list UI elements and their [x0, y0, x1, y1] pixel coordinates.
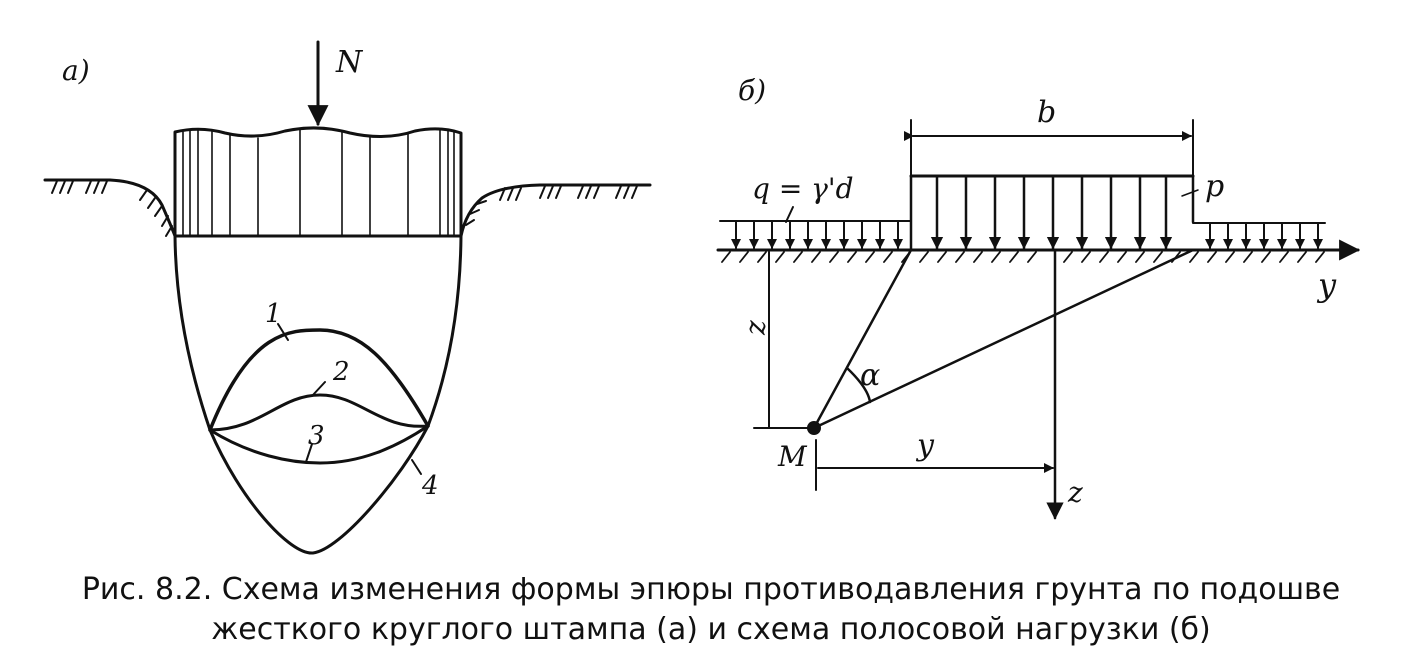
figure: а) N: [43, 40, 1361, 555]
curve-label-4: 4: [421, 471, 439, 501]
curve-label-3: 3: [308, 421, 325, 451]
point-m: [807, 421, 821, 435]
ground-surface-b: [716, 239, 1361, 263]
point-label: M: [777, 440, 808, 473]
offset-label: y: [915, 428, 935, 463]
surcharge-left: [719, 206, 912, 249]
surcharge-right: [1192, 222, 1326, 249]
curve-label-1: 1: [265, 299, 282, 329]
strip-load: [909, 174, 1195, 252]
surcharge-label: q = γ'd: [752, 172, 854, 205]
stamp: [173, 126, 463, 238]
pressure-diagram-envelope: [173, 234, 463, 432]
width-label: b: [1037, 95, 1056, 130]
panel-a-label: а): [62, 54, 90, 87]
pressure-curve-2: [208, 393, 430, 432]
panel-b: б) b p: [716, 74, 1361, 520]
pressure-curve-3: [208, 424, 430, 465]
panel-b-label: б): [738, 74, 766, 107]
depth-dimension: [753, 251, 813, 429]
caption-line-1: Рис. 8.2. Схема изменения формы эпюры пр…: [81, 572, 1341, 607]
pressure-curve-4: [208, 424, 430, 555]
force-label: N: [335, 45, 364, 80]
axis-y-label: y: [1316, 266, 1337, 304]
width-dimension: [904, 119, 1194, 176]
caption-line-2: жесткого круглого штампа (а) и схема пол…: [211, 612, 1211, 647]
curve-label-2: 2: [332, 357, 350, 387]
axis-z-label: z: [1067, 476, 1083, 509]
ground-surface-a: [43, 178, 652, 238]
pressure-curve-1: [208, 328, 430, 432]
panel-a: а) N: [43, 40, 652, 555]
depth-label: z: [739, 320, 772, 336]
rays: [812, 248, 1195, 430]
load-label: p: [1205, 169, 1224, 204]
angle-label: α: [860, 358, 880, 393]
caption: Рис. 8.2. Схема изменения формы эпюры пр…: [0, 570, 1422, 650]
